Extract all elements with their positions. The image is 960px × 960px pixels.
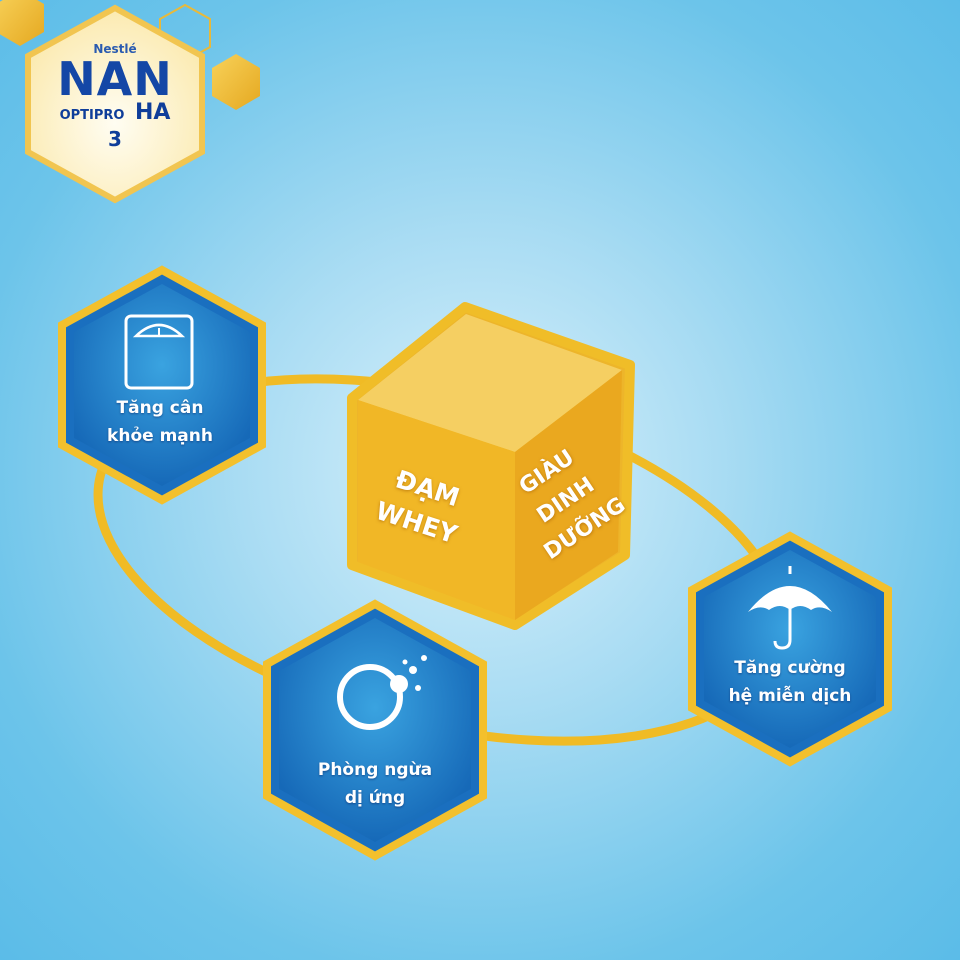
- brand-name: NAN: [57, 52, 173, 106]
- benefit-weight-gain: Tăng cân khỏe mạnh: [70, 394, 250, 450]
- decor-hexagon: [0, 0, 44, 46]
- benefit-immunity: Tăng cường hệ miễn dịch: [700, 654, 880, 710]
- decor-hexagon: [212, 54, 260, 110]
- brand-variant: HA: [134, 100, 171, 125]
- benefit-allergy-prevention: Phòng ngừa dị ứng: [285, 756, 465, 812]
- brand-maker: Nestlé: [93, 42, 137, 56]
- brand-stage: 3: [108, 127, 122, 151]
- benefit-label: dị ứng: [344, 788, 406, 808]
- benefit-label: khỏe mạnh: [107, 426, 213, 446]
- nutrition-cube: [347, 302, 635, 630]
- benefit-label: Tăng cường: [734, 658, 846, 678]
- brand-line: OPTIPRO: [59, 108, 125, 123]
- brand-logo: Nestlé NAN OPTIPRO HA 3: [40, 42, 190, 151]
- allergy-bubble-icon: [337, 655, 427, 730]
- scale-icon: [124, 314, 194, 390]
- benefit-label: hệ miễn dịch: [728, 686, 852, 706]
- benefit-label: Tăng cân: [116, 398, 204, 418]
- benefit-label: Phòng ngừa: [317, 760, 433, 780]
- logo-hexagon: [25, 4, 205, 204]
- umbrella-icon: [748, 566, 832, 650]
